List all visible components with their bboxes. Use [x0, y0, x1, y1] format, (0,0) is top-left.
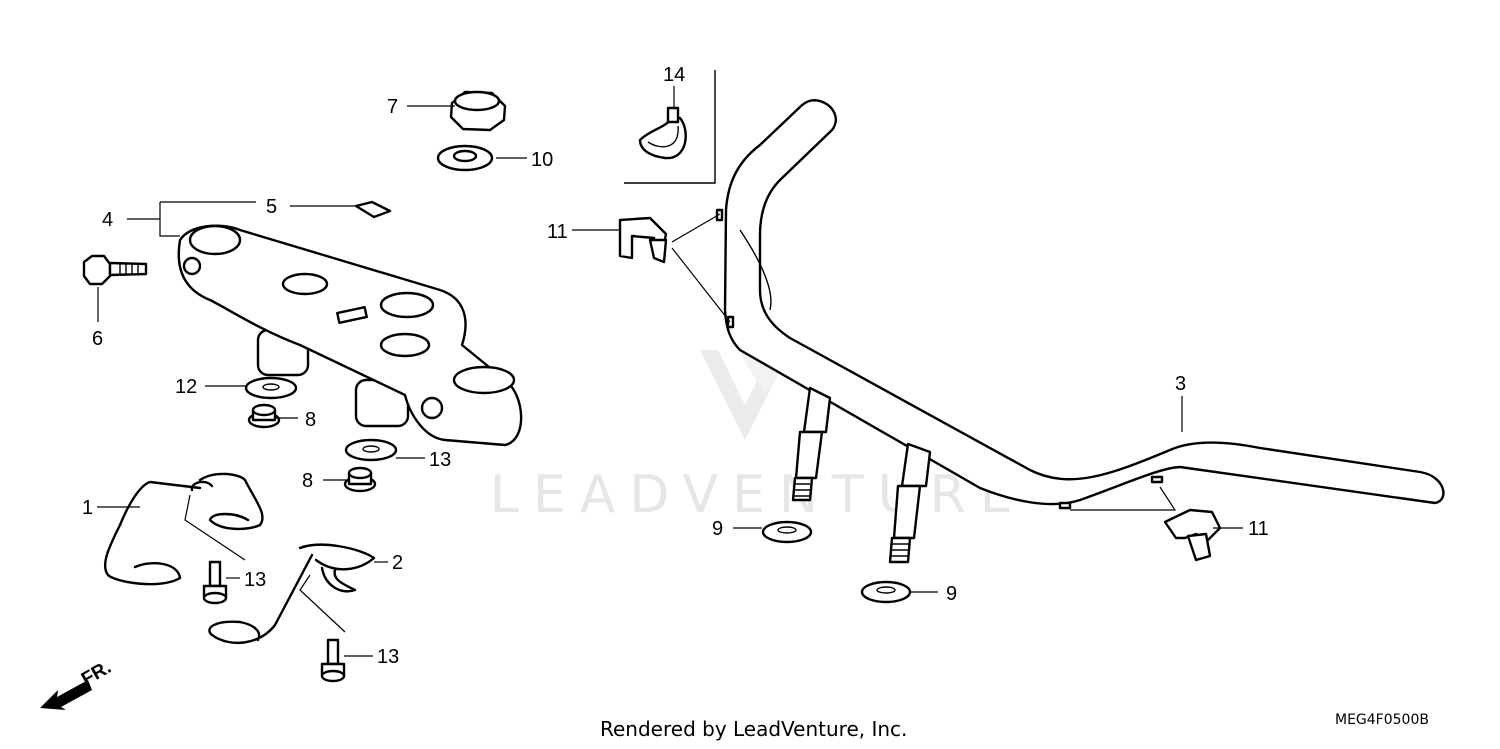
part-12-rubber-cushion-upper[interactable] — [244, 376, 298, 400]
callout-8-upper[interactable]: 8 — [305, 409, 316, 431]
callout-13-upper[interactable]: 13 — [244, 569, 266, 591]
part-13-bolt-lower[interactable] — [320, 638, 346, 683]
callout-labels: 14 7 10 5 4 11 6 3 12 8 13 8 1 9 11 2 13… — [82, 64, 1269, 668]
part-2-wire-bracket[interactable] — [208, 543, 376, 644]
render-credit: Rendered by LeadVenture, Inc. — [600, 717, 908, 741]
part-8-flange-nut-upper[interactable] — [247, 403, 281, 429]
callout-7[interactable]: 7 — [387, 96, 398, 118]
callout-8-lower[interactable]: 8 — [302, 470, 313, 492]
part-11-wire-clip-left[interactable] — [618, 213, 731, 323]
callout-9-left[interactable]: 9 — [712, 518, 723, 540]
part-10-washer[interactable] — [436, 144, 494, 172]
part-12-rubber-cushion-lower[interactable] — [344, 438, 398, 462]
callout-9-right[interactable]: 9 — [946, 583, 957, 605]
callout-6[interactable]: 6 — [92, 328, 103, 350]
part-8-flange-nut-lower[interactable] — [343, 466, 377, 493]
callout-13-lower[interactable]: 13 — [377, 646, 399, 668]
callout-5[interactable]: 5 — [266, 196, 277, 218]
part-11-wire-clip-right[interactable] — [1070, 486, 1222, 562]
diagram-code: MEG4F0500B — [1335, 712, 1429, 728]
part-6-bolt[interactable] — [82, 254, 148, 286]
part-5-plate[interactable] — [354, 200, 392, 219]
part-9-washer-left[interactable] — [761, 520, 813, 544]
callout-4[interactable]: 4 — [102, 209, 113, 231]
leader-lines — [97, 86, 1243, 657]
callout-12-lower[interactable]: 13 — [429, 449, 451, 471]
callout-2[interactable]: 2 — [392, 552, 403, 574]
part-9-washer-right[interactable] — [860, 580, 912, 604]
inset-box — [624, 70, 716, 184]
front-direction-arrow-icon: FR. — [40, 657, 115, 710]
callout-14[interactable]: 14 — [663, 64, 685, 86]
callout-10[interactable]: 10 — [531, 149, 553, 171]
part-1-wire-bracket[interactable] — [103, 472, 264, 586]
callout-11-right[interactable]: 11 — [1248, 518, 1269, 540]
watermark-text: LEADVENTURE — [490, 465, 1027, 525]
part-13-bolt-upper[interactable] — [202, 560, 228, 605]
callout-11-left[interactable]: 11 — [547, 221, 568, 243]
part-4-handlebar-holder[interactable] — [177, 224, 523, 447]
callout-1[interactable]: 1 — [82, 497, 93, 519]
part-14-clamp-band[interactable] — [638, 106, 687, 160]
part-3-handlebar[interactable] — [715, 99, 1445, 564]
callout-3[interactable]: 3 — [1175, 373, 1186, 395]
callout-12-upper[interactable]: 12 — [175, 376, 197, 398]
part-7-nut[interactable] — [449, 90, 507, 132]
